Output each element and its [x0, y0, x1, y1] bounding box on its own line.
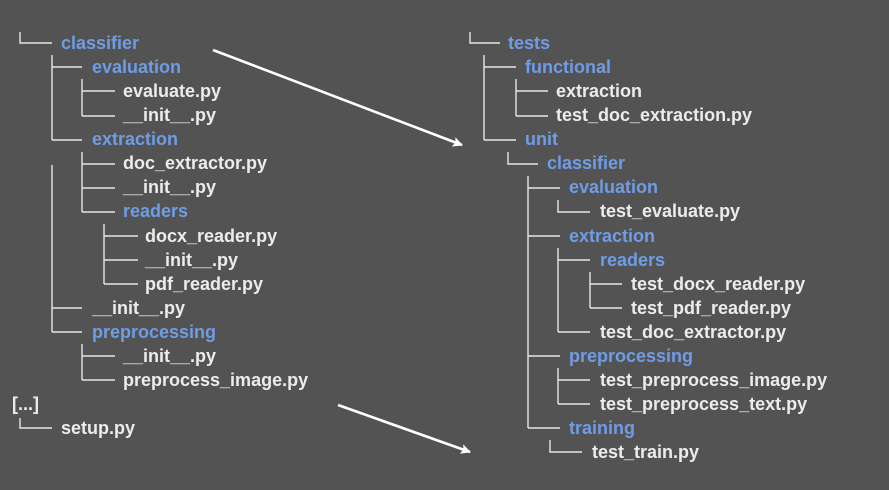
left-doc-extractor-file: doc_extractor.py	[123, 153, 268, 173]
left-preprocess-image-file: preprocess_image.py	[123, 370, 309, 390]
left-docx-reader-file: docx_reader.py	[145, 226, 278, 246]
right-classifier-folder: classifier	[547, 153, 626, 173]
connector-line	[557, 200, 590, 213]
left-evaluation-folder: evaluation	[92, 57, 182, 77]
left-classifier-folder: classifier	[61, 33, 140, 53]
left-ellipsis: [...]	[12, 394, 39, 414]
connector-line	[549, 440, 582, 453]
left-pdf-reader-file: pdf_reader.py	[145, 274, 264, 294]
left-readers-init-file: __init__.py	[145, 250, 239, 270]
connector-line	[507, 152, 538, 165]
left-preprocessing-folder: preprocessing	[92, 322, 217, 342]
left-extraction-init-file: __init__.py	[123, 177, 217, 197]
right-test-doc-extraction-file: test_doc_extraction.py	[556, 105, 753, 125]
right-test-preprocess-text-file: test_preprocess_text.py	[600, 394, 808, 414]
left-preprocessing-init-file: __init__.py	[123, 346, 217, 366]
connector-line	[19, 418, 52, 429]
right-functional-extraction-item: extraction	[556, 81, 643, 101]
right-test-train-file: test_train.py	[592, 442, 700, 462]
right-unit-folder: unit	[525, 129, 558, 149]
right-training-folder: training	[569, 418, 635, 438]
left-extraction-folder: extraction	[92, 129, 179, 149]
left-readers-folder: readers	[123, 201, 189, 221]
arrow-setup-to-tests	[337, 403, 471, 454]
left-evaluate-py-file: evaluate.py	[123, 81, 222, 101]
right-test-doc-extractor-file: test_doc_extractor.py	[600, 322, 787, 342]
right-tests-folder: tests	[508, 33, 551, 53]
left-setup-file: setup.py	[61, 418, 136, 438]
connector-line	[469, 32, 500, 44]
connector-line	[19, 32, 52, 44]
right-evaluation-folder: evaluation	[569, 177, 659, 197]
right-extraction-folder: extraction	[569, 226, 656, 246]
right-test-preprocess-image-file: test_preprocess_image.py	[600, 370, 828, 390]
right-test-evaluate-file: test_evaluate.py	[600, 201, 741, 221]
left-evaluation-init-file: __init__.py	[123, 105, 217, 125]
right-readers-folder: readers	[600, 250, 666, 270]
arrow-classifier-to-tests	[212, 48, 463, 147]
right-test-pdf-reader-file: test_pdf_reader.py	[631, 298, 792, 318]
right-functional-folder: functional	[525, 57, 611, 77]
right-preprocessing-folder: preprocessing	[569, 346, 694, 366]
right-test-docx-reader-file: test_docx_reader.py	[631, 274, 806, 294]
left-classifier-init-file: __init__.py	[92, 298, 186, 318]
